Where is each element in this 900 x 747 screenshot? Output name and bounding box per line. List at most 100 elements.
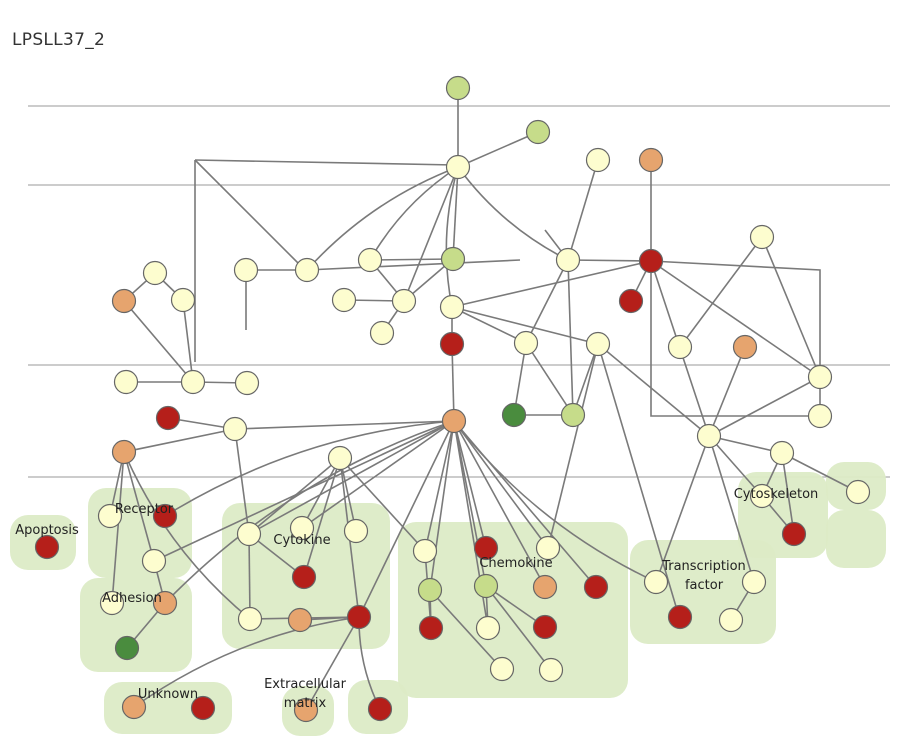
node-ul3[interactable]	[170, 287, 196, 313]
node-r8[interactable]	[807, 364, 833, 390]
node-cy2[interactable]	[781, 521, 807, 547]
node-l2[interactable]	[180, 369, 206, 395]
node-ch2[interactable]	[473, 535, 499, 561]
node-r7[interactable]	[667, 334, 693, 360]
node-rr1[interactable]	[638, 248, 664, 274]
node-ch5[interactable]	[473, 573, 499, 599]
node-ch1[interactable]	[412, 538, 438, 564]
edge	[339, 457, 357, 532]
node-r6[interactable]	[732, 334, 758, 360]
node-ck1[interactable]	[236, 521, 262, 547]
edge	[305, 616, 360, 711]
node-r3[interactable]	[555, 247, 581, 273]
node-h2[interactable]	[696, 423, 722, 449]
edge	[248, 420, 455, 535]
edge	[164, 420, 455, 517]
edge	[164, 420, 455, 604]
node-ch9[interactable]	[475, 615, 501, 641]
node-redc[interactable]	[439, 331, 465, 357]
edge	[424, 420, 455, 552]
edge	[301, 457, 341, 529]
node-dgn[interactable]	[501, 402, 527, 428]
node-red2[interactable]	[155, 405, 181, 431]
node-tf4[interactable]	[718, 607, 744, 633]
group-labels: ApoptosisReceptorAdhesionUnknownCytokine…	[15, 487, 818, 711]
node-un1[interactable]	[121, 694, 147, 720]
node-ch10[interactable]	[532, 614, 558, 640]
node-c5[interactable]	[369, 320, 395, 346]
node-ap1[interactable]	[34, 534, 60, 560]
node-r2[interactable]	[638, 147, 664, 173]
node-lgn[interactable]	[560, 402, 586, 428]
node-cen[interactable]	[439, 294, 465, 320]
node-cy1[interactable]	[749, 483, 775, 509]
edge	[679, 236, 763, 348]
node-ck5[interactable]	[237, 606, 263, 632]
node-l1[interactable]	[113, 369, 139, 395]
node-r9[interactable]	[807, 403, 833, 429]
node-ch3[interactable]	[535, 535, 561, 561]
node-ch11[interactable]	[489, 656, 515, 682]
node-rc1[interactable]	[97, 503, 123, 529]
node-ck6[interactable]	[287, 607, 313, 633]
node-m1[interactable]	[233, 257, 259, 283]
node-ck8[interactable]	[293, 697, 319, 723]
node-o1[interactable]	[111, 439, 137, 465]
node-c1[interactable]	[357, 247, 383, 273]
node-ad1[interactable]	[99, 590, 125, 616]
node-g1[interactable]	[525, 119, 551, 145]
node-n2[interactable]	[585, 331, 611, 357]
node-r1[interactable]	[585, 147, 611, 173]
node-top[interactable]	[445, 75, 471, 101]
edge	[655, 435, 710, 583]
edge	[182, 299, 194, 383]
node-rc2[interactable]	[152, 503, 178, 529]
node-p1[interactable]	[222, 416, 248, 442]
nodes	[34, 75, 871, 723]
edge	[429, 420, 455, 591]
edge	[123, 451, 155, 562]
node-rr2[interactable]	[618, 288, 644, 314]
node-m2[interactable]	[294, 257, 320, 283]
node-p2[interactable]	[327, 445, 353, 471]
edge	[457, 166, 569, 261]
node-rc3[interactable]	[141, 548, 167, 574]
node-ch8[interactable]	[418, 615, 444, 641]
node-ck4[interactable]	[291, 564, 317, 590]
node-ch6[interactable]	[532, 574, 558, 600]
node-c2[interactable]	[440, 246, 466, 272]
node-cy3[interactable]	[845, 479, 871, 505]
node-c3[interactable]	[391, 288, 417, 314]
node-tf2[interactable]	[741, 569, 767, 595]
edge	[234, 428, 250, 535]
node-ex1[interactable]	[367, 696, 393, 722]
node-r5[interactable]	[749, 224, 775, 250]
group-label-unknown: Unknown	[138, 687, 198, 702]
node-un2[interactable]	[190, 695, 216, 721]
node-hub1[interactable]	[445, 154, 471, 180]
node-ad2[interactable]	[152, 590, 178, 616]
node-h3[interactable]	[769, 440, 795, 466]
node-n1[interactable]	[513, 330, 539, 356]
edge	[123, 300, 194, 383]
edge	[453, 420, 549, 549]
node-ul1[interactable]	[142, 260, 168, 286]
node-tf3[interactable]	[667, 604, 693, 630]
edge	[369, 258, 454, 261]
edge	[403, 166, 459, 302]
node-ck2[interactable]	[289, 515, 315, 541]
node-ck3[interactable]	[343, 518, 369, 544]
node-l3[interactable]	[234, 370, 260, 396]
node-hubO[interactable]	[441, 408, 467, 434]
node-ch4[interactable]	[417, 577, 443, 603]
node-ck7[interactable]	[346, 604, 372, 630]
node-ad3[interactable]	[114, 635, 140, 661]
node-ch7[interactable]	[583, 574, 609, 600]
node-tf1[interactable]	[643, 569, 669, 595]
group-region-misc-right	[826, 510, 886, 568]
node-c4[interactable]	[331, 287, 357, 313]
node-ul2[interactable]	[111, 288, 137, 314]
node-ch12[interactable]	[538, 657, 564, 683]
edge	[194, 159, 456, 166]
